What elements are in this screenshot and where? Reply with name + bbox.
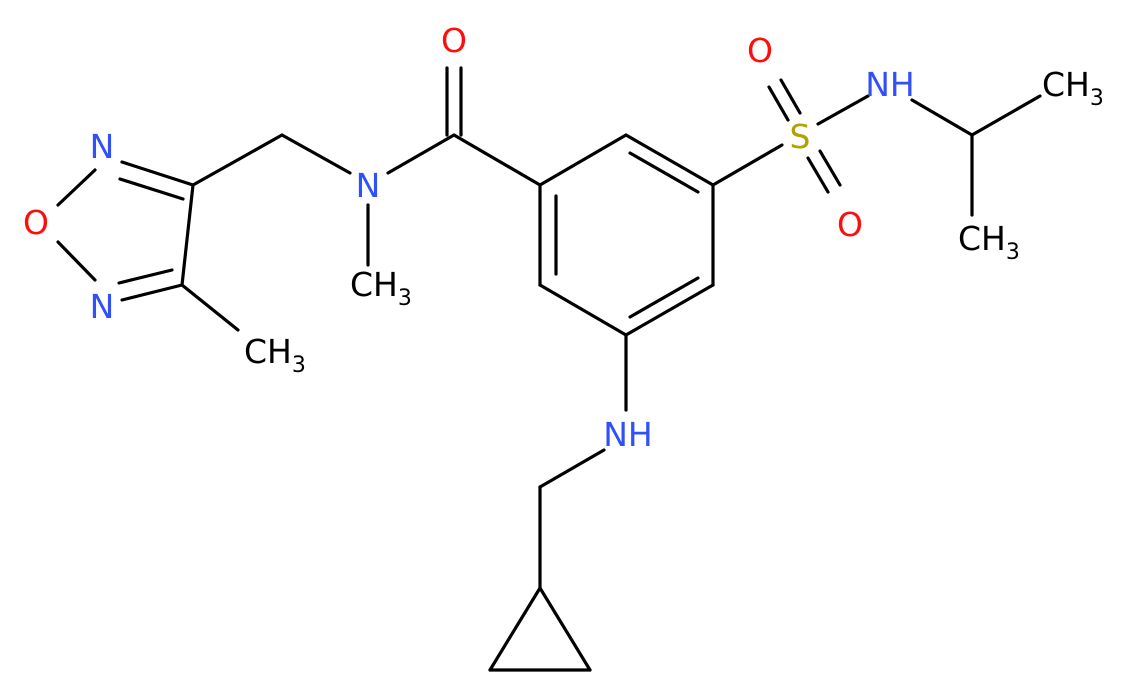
bond-ring-carbonyl bbox=[452, 133, 542, 187]
atom-sulfur: S bbox=[790, 117, 811, 156]
atom-furazan-methyl: CH3 bbox=[244, 332, 306, 378]
bond-n5-c4-double bbox=[117, 268, 174, 285]
bond-n2-o bbox=[56, 168, 97, 207]
atom-isopropyl-ch3-top: CH3 bbox=[1042, 65, 1104, 111]
atom-ring-n-bottom: N bbox=[90, 287, 115, 326]
atom-sulfonyl-o-bottom: O bbox=[837, 205, 863, 244]
bond-c3-n2-double bbox=[118, 177, 185, 201]
atom-sulfonyl-o-top: O bbox=[747, 31, 773, 70]
bond-cp-3 bbox=[538, 586, 592, 672]
bond-c3-n2 bbox=[120, 160, 195, 187]
bond-ch2-ring bbox=[191, 133, 284, 187]
bond-ring-c1-c2 bbox=[538, 133, 628, 187]
bond-ring-inner-1 bbox=[628, 151, 700, 194]
bond-ch-ch3-top bbox=[970, 94, 1042, 137]
bond-nh-ch bbox=[910, 98, 974, 137]
bond-layer bbox=[56, 66, 1042, 672]
bond-ring-c2-c3 bbox=[624, 133, 715, 187]
bond-n5-c4 bbox=[120, 283, 184, 302]
bond-ring-c5-c6 bbox=[538, 283, 628, 337]
atom-ring-o: O bbox=[23, 203, 49, 242]
bond-n-ch2 bbox=[280, 133, 352, 175]
bond-nh-ch2 bbox=[538, 448, 606, 489]
bond-c4-c3 bbox=[180, 183, 195, 287]
atom-carbonyl-o: O bbox=[441, 21, 467, 60]
bond-c4-methyl bbox=[180, 283, 240, 332]
atom-amide-n: N bbox=[356, 166, 381, 205]
atom-ring-n-top: N bbox=[90, 127, 115, 166]
bond-so-top-2 bbox=[779, 78, 802, 115]
atom-sulfonamide-nh: NH bbox=[865, 65, 915, 104]
bond-carbonyl-n bbox=[386, 133, 456, 175]
bond-so-bottom-2 bbox=[818, 149, 842, 187]
bond-s-nh bbox=[816, 94, 870, 126]
bond-ring-inner-2 bbox=[628, 276, 700, 319]
bond-cp-1 bbox=[488, 586, 542, 672]
atom-label-layer: O N CH3 O S O NH CH3 CH3 NH N O N CH3 bbox=[23, 21, 1104, 454]
bond-ring-s bbox=[711, 143, 784, 187]
bond-ring-c4-c5 bbox=[624, 283, 715, 337]
bond-so-bottom-1 bbox=[806, 156, 830, 194]
atom-isopropyl-ch3-bottom: CH3 bbox=[958, 219, 1020, 265]
bond-so-top-1 bbox=[767, 85, 790, 122]
atom-amide-methyl: CH3 bbox=[350, 265, 412, 311]
atom-aniline-nh: NH bbox=[603, 415, 653, 454]
amide-methyl-label: CH bbox=[350, 265, 398, 304]
bond-o-n5 bbox=[56, 240, 97, 282]
